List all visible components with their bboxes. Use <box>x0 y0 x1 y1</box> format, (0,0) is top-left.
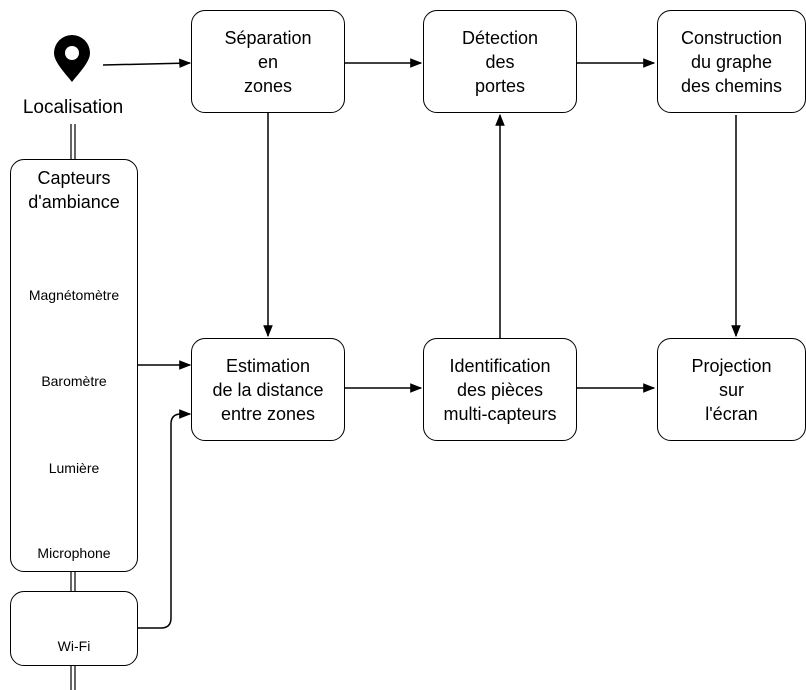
location-label: Localisation <box>22 97 124 118</box>
arrow-location-to-separation <box>102 58 192 69</box>
box-identification: Identification des pièces multi-capteurs <box>423 338 577 441</box>
box-separation: Séparation en zones <box>191 10 345 113</box>
box-detection: Détection des portes <box>423 10 577 113</box>
sensor-label-lumiere: Lumière <box>48 460 100 476</box>
arrow-wifi-to-estimation <box>137 409 192 629</box>
location-pin-icon <box>54 35 90 82</box>
sensors-title: Capteurs d'ambiance <box>28 168 120 212</box>
bus-lines <box>70 124 76 690</box>
sensor-label-microphone: Microphone <box>37 545 111 561</box>
flow-arrows <box>102 58 741 629</box>
box-projection: Projection sur l'écran <box>657 338 806 441</box>
sensors-panel <box>10 159 138 572</box>
wifi-box <box>10 591 138 666</box>
sensor-label-magnetometre: Magnétomètre <box>28 287 120 303</box>
sensor-label-barometre: Baromètre <box>41 373 107 389</box>
box-construction: Construction du graphe des chemins <box>657 10 806 113</box>
box-estimation: Estimation de la distance entre zones <box>191 338 345 441</box>
wifi-label: Wi-Fi <box>57 638 91 654</box>
